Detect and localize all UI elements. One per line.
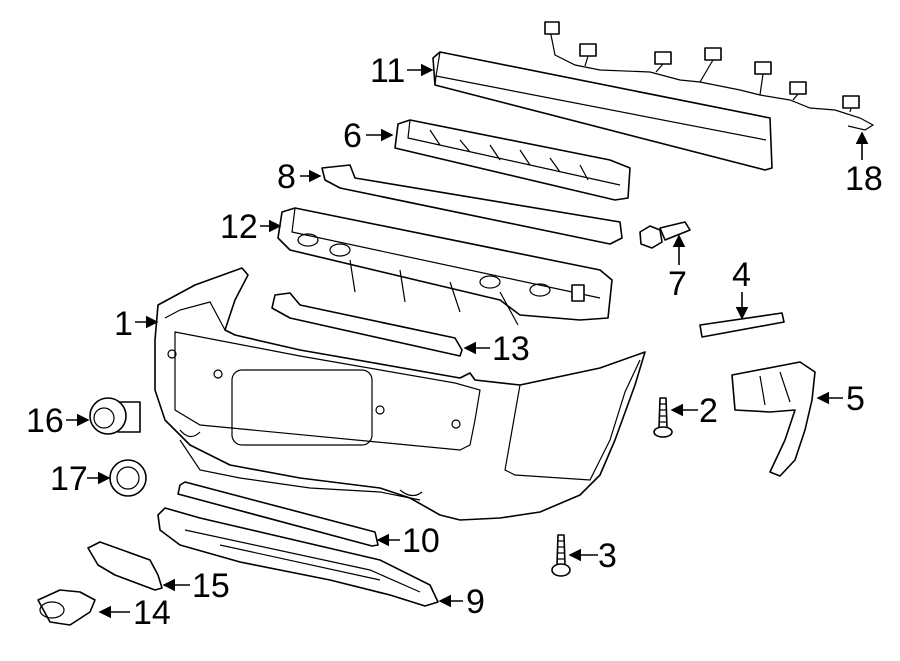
callout-8: 8 (277, 158, 296, 196)
callout-17: 17 (50, 460, 88, 498)
part-5-bracket[interactable] (731, 361, 816, 477)
part-12-reinforcement[interactable] (277, 207, 613, 326)
callout-5: 5 (846, 380, 865, 418)
part-9-valance[interactable] (157, 507, 439, 607)
callout-14: 14 (133, 594, 171, 632)
callout-15: 15 (192, 567, 230, 605)
callout-16: 16 (26, 402, 64, 440)
part-17-sensor-bezel[interactable] (109, 459, 147, 497)
callout-2: 2 (699, 392, 718, 430)
callout-1: 1 (114, 305, 133, 343)
part-6-energy-absorber[interactable] (394, 119, 631, 201)
callout-13: 13 (492, 330, 530, 368)
part-11-impact-bar[interactable] (432, 51, 773, 171)
callout-labels: 1 2 3 4 5 6 7 8 9 10 11 12 13 14 15 16 1… (26, 52, 883, 632)
callout-4: 4 (732, 256, 751, 294)
callout-6: 6 (343, 117, 362, 155)
part-18-wiring-harness[interactable] (544, 21, 875, 131)
part-13-lower-strip[interactable] (271, 292, 463, 357)
callout-7: 7 (668, 265, 687, 303)
callout-3: 3 (598, 537, 617, 575)
leader-lines (66, 63, 869, 619)
part-2-screw[interactable] (653, 397, 673, 438)
part-15-bracket[interactable] (87, 541, 163, 591)
callout-11: 11 (370, 52, 405, 90)
part-14-exhaust-tip[interactable] (37, 589, 96, 626)
part-4-trim-strip[interactable] (699, 312, 785, 338)
part-1-bumper-cover[interactable] (154, 267, 646, 521)
part-16-parking-sensor[interactable] (89, 397, 141, 435)
part-3-screw[interactable] (551, 534, 571, 577)
part-7-bolt[interactable] (639, 221, 691, 249)
callout-18: 18 (845, 160, 883, 198)
callout-12: 12 (220, 208, 258, 246)
part-8-upper-strip[interactable] (321, 164, 623, 245)
callout-9: 9 (466, 583, 485, 621)
callout-10: 10 (402, 522, 440, 560)
